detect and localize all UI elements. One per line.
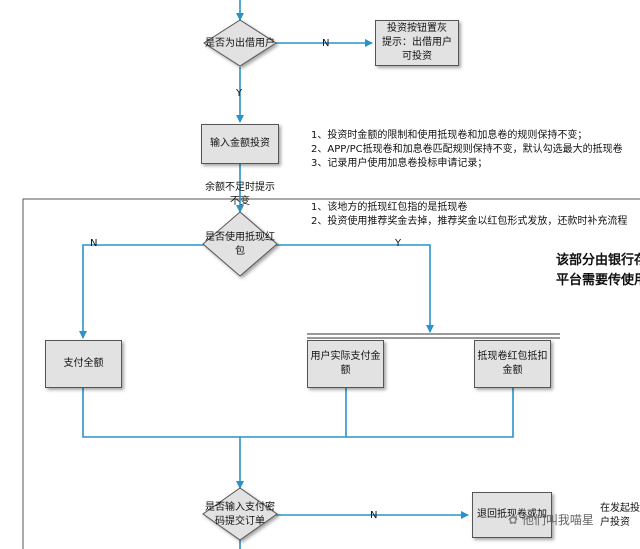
grey-button-line-2: 提示：出借用户 — [382, 37, 452, 48]
decision-password-label-1: 是否输入支付密 — [205, 502, 275, 513]
coupon-deduct-box: 抵现卷红包抵扣 金额 — [474, 340, 551, 388]
edge-label-n-password: N — [370, 510, 378, 521]
coupon-rule-1: 1、该地方的抵现红包指的是抵现卷 — [311, 202, 468, 213]
cut-note-1: 在发起投 — [600, 503, 640, 514]
pay-full-label: 支付全额 — [63, 358, 104, 369]
decision-password-diamond — [202, 487, 278, 541]
edge-label-n-coupon: N — [90, 238, 98, 249]
input-amount-label: 输入金额投资 — [210, 138, 270, 149]
wechat-icon: ✿ — [508, 513, 522, 527]
grey-button-line-3: 可投资 — [402, 51, 432, 62]
bank-note-2: 平台需要传使用 — [556, 273, 640, 288]
decision-coupon-label-2: 包 — [235, 246, 245, 257]
insufficient-label-1: 余额不足时提示 — [205, 182, 275, 193]
decision-borrower-label: 是否为出借用户 — [205, 38, 275, 49]
bank-note-1: 该部分由银行存 — [556, 253, 640, 268]
decision-password-label-2: 码提交订单 — [215, 516, 265, 527]
watermark-text: 他们叫我喵星 — [521, 513, 594, 527]
arrow-to-split — [276, 244, 434, 333]
arrow-to-pay-full — [79, 244, 205, 339]
grey-button-line-1: 投资按钮置灰 — [387, 23, 447, 34]
user-pay-line-1: 用户实际支付金 — [310, 351, 381, 362]
return-coupon-box: 退回抵现卷或加 — [472, 492, 552, 538]
amount-rule-3: 3、记录用户使用加息卷投标申请记录； — [311, 158, 488, 169]
return-coupon-line-1: 退回抵现卷或加 — [477, 509, 547, 520]
decision-coupon-label-1: 是否使用抵现红 — [205, 232, 275, 243]
merge-line — [82, 388, 514, 438]
insufficient-label-2: 不变 — [230, 196, 250, 207]
watermark: ✿ 他们叫我喵星 — [508, 511, 594, 528]
decision-coupon-diamond — [202, 211, 278, 277]
coupon-rule-2: 2、投资使用推荐奖金去掉，推荐奖金以红包形式发放，还款时补充流程 — [311, 216, 628, 227]
amount-rule-2: 2、APP/PC抵现卷和加息卷匹配规则保持不变，默认勾选最大的抵现卷 — [311, 144, 623, 155]
edge-label-n-borrower: N — [322, 38, 330, 49]
coupon-deduct-line-1: 抵现卷红包抵扣 — [477, 351, 548, 362]
edge-label-y-borrower: Y — [236, 88, 243, 99]
cut-note-2: 户投资 — [600, 517, 630, 528]
coupon-deduct-line-2: 金额 — [502, 365, 523, 376]
input-amount-box: 输入金额投资 — [201, 124, 279, 164]
grey-button-box: 投资按钮置灰 提示：出借用户 可投资 — [375, 20, 459, 66]
decision-borrower-diamond — [203, 19, 277, 67]
swimlane-frame — [22, 198, 640, 549]
amount-rule-1: 1、投资时金额的限制和使用抵现卷和加息卷的规则保持不变； — [311, 130, 588, 141]
pay-full-box: 支付全额 — [45, 340, 122, 388]
user-pay-box: 用户实际支付金 额 — [307, 340, 384, 388]
edge-label-y-coupon: Y — [395, 238, 402, 249]
user-pay-line-2: 额 — [340, 365, 351, 376]
